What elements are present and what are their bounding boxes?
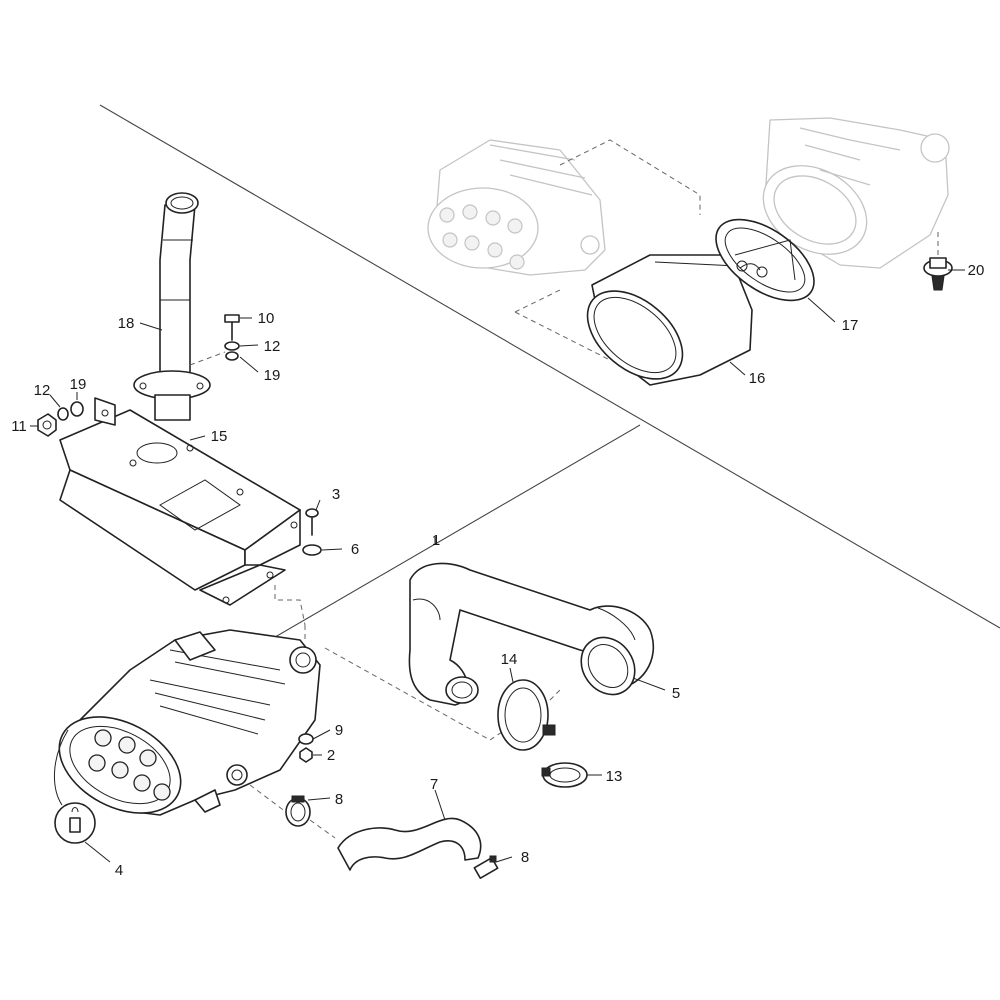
callout-10: 10 — [258, 310, 275, 327]
lockwasher-19-left — [70, 401, 84, 417]
assembly-dashed-links — [249, 625, 561, 816]
lower-section-divider — [269, 424, 641, 641]
leader-lines — [30, 269, 965, 863]
clip-detail-4 — [54, 729, 96, 844]
drain-hose-dashed-link — [309, 819, 336, 839]
callout-19-left: 19 — [70, 376, 87, 393]
callout-19-stack: 19 — [264, 367, 281, 384]
callout-8-right: 8 — [521, 849, 529, 866]
callout-labels: 1 2 3 4 5 6 7 8 8 9 10 11 12 12 13 14 15… — [11, 262, 984, 879]
washer-12-left — [57, 407, 69, 421]
washer-9 — [298, 733, 314, 745]
exhaust-stack-pipe — [133, 192, 211, 421]
callout-18: 18 — [118, 315, 135, 332]
callout-2: 2 — [327, 747, 335, 764]
small-clamp-8-right — [473, 855, 499, 879]
stack-bolt-dashed-link — [189, 351, 226, 366]
vacuator-valve — [923, 257, 953, 291]
drain-hose-7 — [309, 817, 482, 871]
muffler-assembly — [58, 629, 321, 816]
callout-15: 15 — [211, 428, 228, 445]
ghost-assembly-dashed-link — [514, 139, 701, 361]
callout-11: 11 — [11, 418, 27, 435]
callout-7: 7 — [430, 776, 438, 793]
callout-16: 16 — [749, 370, 766, 387]
intake-elbow-hose — [408, 562, 655, 706]
callout-6: 6 — [351, 541, 359, 558]
safety-filter-element — [715, 218, 815, 302]
air-cleaner-cover-ghost-reference — [762, 117, 950, 269]
callout-20: 20 — [968, 262, 985, 279]
callout-12-stack: 12 — [264, 338, 281, 355]
muffler-mounting-bracket — [59, 397, 301, 606]
bracket-dashed-link — [274, 585, 306, 626]
stack-bolt-10 — [224, 314, 240, 341]
callout-4: 4 — [115, 862, 123, 879]
hose-clamp-large-14 — [497, 679, 556, 751]
callout-14: 14 — [501, 651, 518, 668]
air-filter-element — [586, 254, 753, 386]
bracket-washer-6 — [302, 544, 322, 556]
bracket-bolt-3 — [305, 508, 319, 536]
callout-9: 9 — [335, 722, 343, 739]
small-clamp-8-left — [285, 795, 311, 827]
callout-12-left: 12 — [34, 382, 51, 399]
callout-1: 1 — [432, 532, 440, 549]
stack-washer-12 — [224, 341, 240, 351]
hose-clamp-13 — [541, 762, 588, 788]
nut-2 — [299, 747, 313, 763]
stack-lockwasher-19 — [225, 351, 239, 361]
callout-8-left: 8 — [335, 791, 343, 808]
callout-13: 13 — [606, 768, 623, 785]
callout-3: 3 — [332, 486, 340, 503]
upper-section-divider — [99, 104, 1000, 629]
callout-17: 17 — [842, 317, 859, 334]
air-cleaner-ghost-reference — [427, 139, 606, 276]
nut-11 — [37, 413, 57, 437]
callout-5: 5 — [672, 685, 680, 702]
